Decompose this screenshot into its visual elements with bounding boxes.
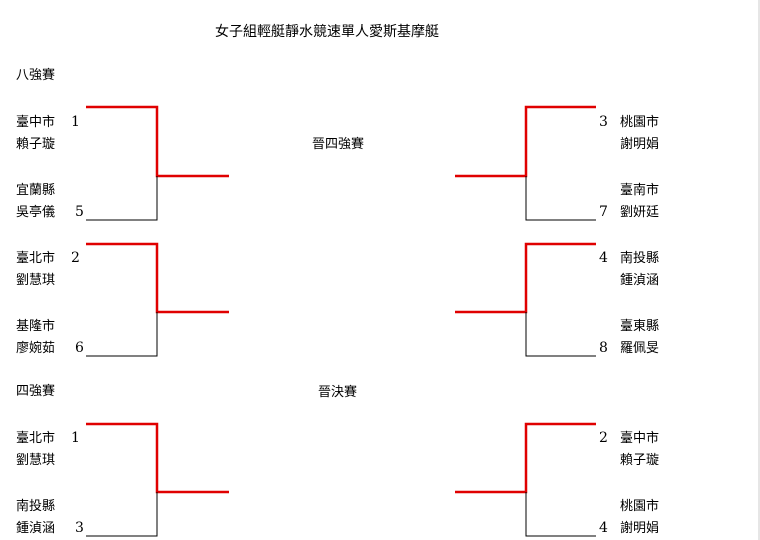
competitor-name: 吳亭儀 [16,205,56,220]
qf3-winner-line [455,105,596,178]
qf1-loser-line [86,176,158,221]
label-advance-final: 晉決賽 [318,385,358,400]
qf2-loser-line [86,312,158,357]
match-qf2-lines [86,242,229,357]
section-label-quarterfinal: 八強賽 [16,68,56,83]
competitor-county: 臺南市 [620,183,660,198]
qf1-winner-line [86,105,229,178]
qf3-loser-line [525,176,596,221]
competitor-county: 基隆市 [16,319,56,334]
competitor-seed: 1 [71,430,80,446]
page-edge-divider [758,0,760,540]
qf4-loser-line [525,312,596,357]
competitor-county: 宜蘭縣 [16,183,56,198]
page-title: 女子組輕艇靜水競速單人愛斯基摩艇 [215,24,439,40]
competitor-county: 桃園市 [620,499,660,514]
competitor-name: 謝明娟 [620,521,660,536]
competitor-county: 臺中市 [620,431,660,446]
competitor-name: 劉妍廷 [620,205,660,220]
competitor-county: 臺北市 [16,251,56,266]
competitor-seed: 2 [599,430,608,446]
qf2-winner-line [86,242,229,314]
match-sf1-lines [86,422,229,537]
competitor-county: 南投縣 [16,499,56,514]
competitor-seed: 2 [71,250,80,266]
sf2-winner-line [455,422,596,494]
match-qf3-lines [455,105,596,221]
competitor-name: 謝明娟 [620,137,660,152]
sf1-loser-line [86,492,158,537]
match-sf2-lines [455,422,596,537]
competitor-name: 賴子璇 [620,453,660,468]
match-qf1-lines [86,105,229,221]
sf2-loser-line [525,492,596,537]
competitor-seed: 3 [599,114,608,130]
competitor-seed: 4 [599,250,608,266]
competitor-seed: 4 [599,520,608,536]
section-label-semifinal: 四強賽 [16,384,56,399]
competitor-seed: 5 [75,204,84,220]
qf4-winner-line [455,242,596,314]
competitor-county: 南投縣 [620,251,660,266]
competitor-name: 劉慧琪 [16,453,56,468]
label-advance-semis: 晉四強賽 [312,137,365,152]
competitor-name: 羅佩旻 [620,341,660,356]
competitor-name: 鍾湞涵 [16,521,56,536]
competitor-seed: 8 [599,340,608,356]
competitor-seed: 1 [71,114,80,130]
competitor-seed: 3 [75,520,84,536]
competitor-county: 臺北市 [16,431,56,446]
competitor-name: 廖婉茹 [16,341,56,356]
competitor-seed: 7 [599,204,608,220]
competitor-county: 桃園市 [620,115,660,130]
competitor-seed: 6 [75,340,84,356]
competitor-county: 臺中市 [16,115,56,130]
match-qf4-lines [455,242,596,357]
competitor-name: 劉慧琪 [16,273,56,288]
competitor-county: 臺東縣 [620,319,660,334]
competitor-name: 賴子璇 [16,137,56,152]
competitor-name: 鍾湞涵 [620,273,660,288]
sf1-winner-line [86,422,229,494]
